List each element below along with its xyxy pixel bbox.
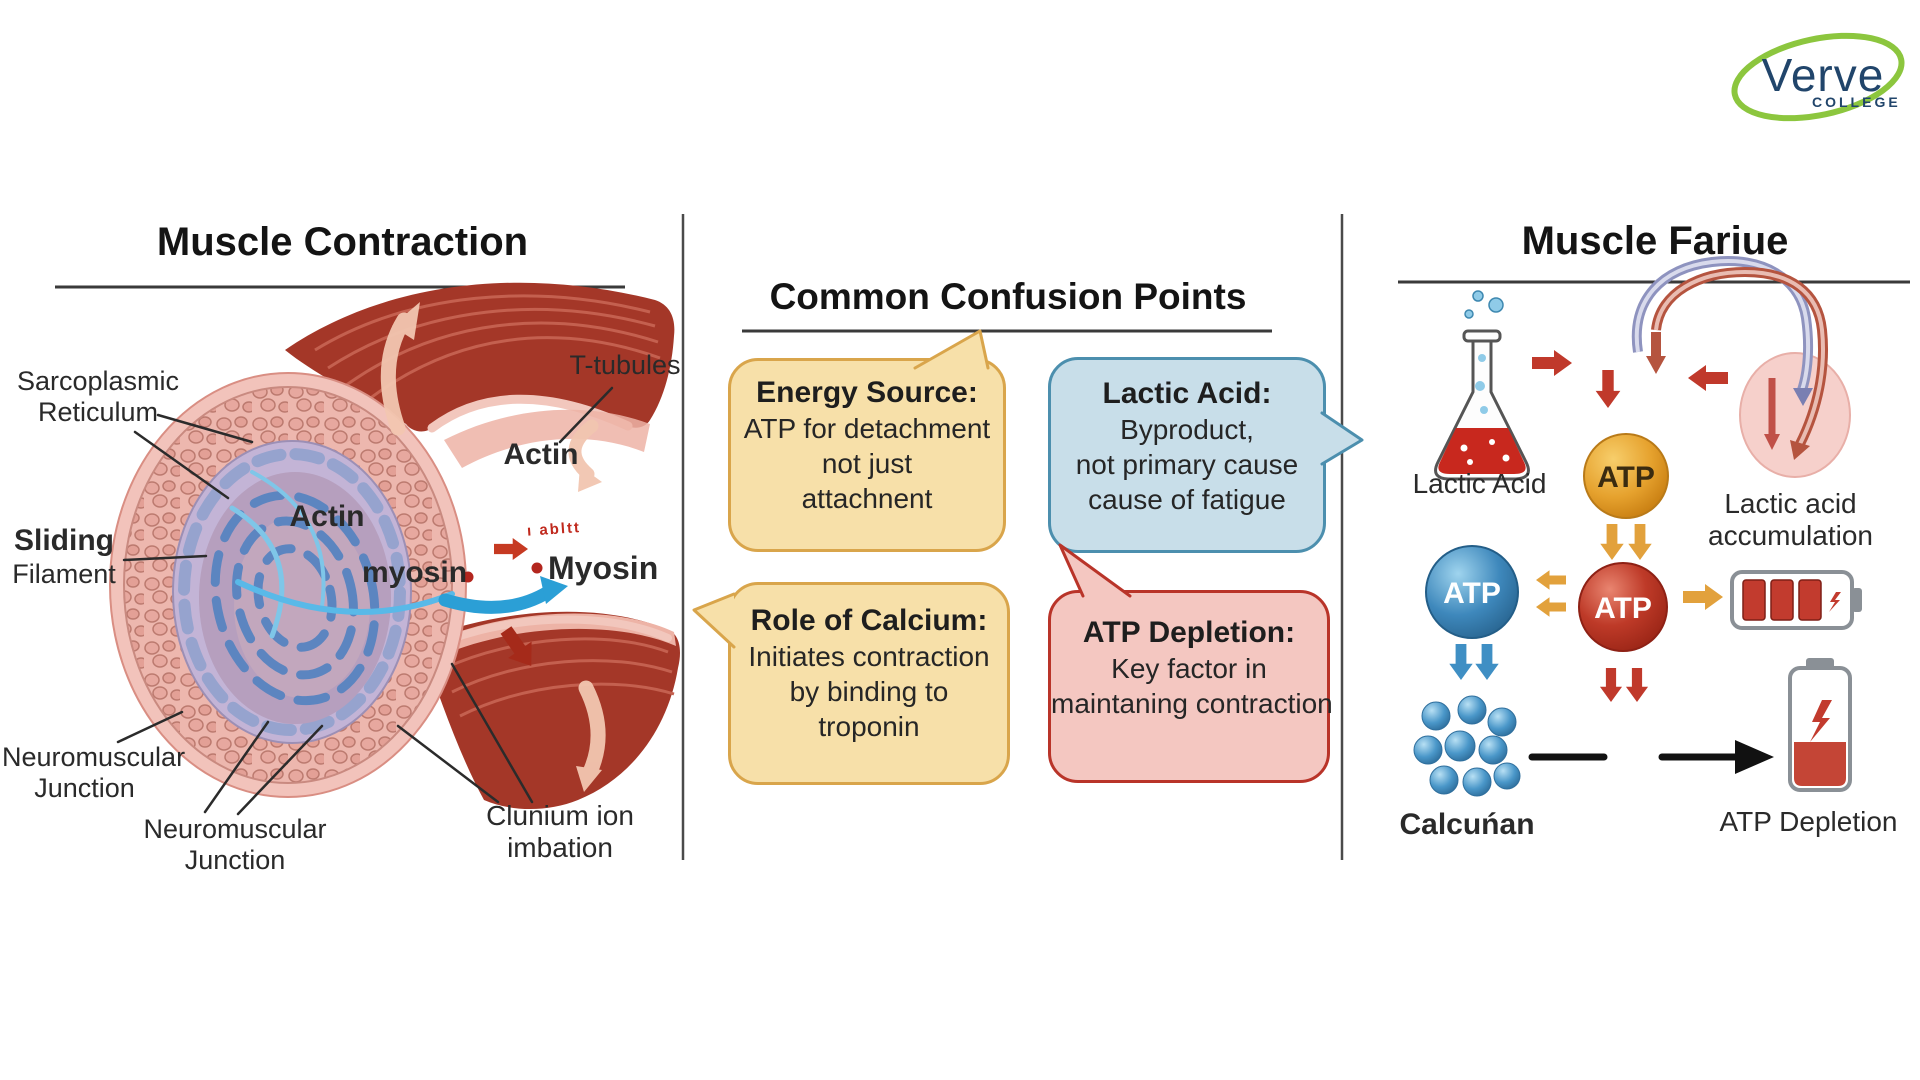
- gold-down-arrow-icon: [1600, 524, 1624, 560]
- bubble-heading: Lactic Acid:: [1102, 377, 1272, 410]
- label-sliding-filament: Sliding Filament: [0, 524, 128, 590]
- left-leader-lines: [116, 386, 614, 816]
- gold-left-arrow-icon: [1536, 597, 1566, 617]
- label-sarcoplasmic-reticulum: Sarcoplasmic Reticulum: [8, 366, 188, 428]
- label-atp-depletion: ATP Depletion: [1719, 806, 1898, 837]
- logo-wordmark: Verve: [1761, 49, 1885, 101]
- gold-left-arrow-icon: [1536, 570, 1566, 590]
- calcium-ions-icon: [1413, 695, 1521, 797]
- flask-icon: [1434, 290, 1530, 481]
- bubble-role-of-calcium: Role of Calcium: Initiates contraction b…: [728, 582, 1010, 785]
- bubble-heading: Role of Calcium:: [750, 604, 988, 637]
- bubble-line: troponin: [818, 711, 920, 742]
- label-lactic-accumulation: Lactic acid accumulation: [1688, 488, 1893, 552]
- atp-blue-icon: ATP: [1425, 545, 1519, 639]
- blue-down-arrow-icon: [1475, 644, 1499, 680]
- label-line: Junction: [34, 773, 135, 804]
- label-line: Lactic acid: [1724, 488, 1857, 519]
- label-lactic-acid-flask: Lactic Acid: [1412, 468, 1547, 499]
- label-line: Clunium ion: [486, 800, 634, 831]
- label-neuromuscular-junction-1: Neuromuscular Junction: [2, 742, 186, 804]
- label-myosin-lower: myosin: [362, 556, 468, 589]
- atp-orange-label: ATP: [1597, 461, 1655, 494]
- flask-to-cycle-arrow-icon: [1532, 350, 1572, 376]
- battery-depleted-icon: [1788, 658, 1852, 792]
- lactic-accumulation-icon: [1631, 256, 1851, 478]
- bubble-heading: Energy Source:: [756, 376, 978, 409]
- tube-down-arrow-icon: [1595, 370, 1621, 408]
- bubble-line: not just: [821, 448, 913, 479]
- bubble-lactic-acid: Lactic Acid: Byproduct, not primary caus…: [1048, 357, 1326, 553]
- label-calcium: Calcuńan: [1399, 808, 1535, 841]
- logo-swoosh-icon: [1731, 32, 1905, 122]
- label-actin-flap: Actin: [503, 438, 579, 471]
- gold-down-arrow-icon: [1628, 524, 1652, 560]
- red-down-arrow-icon: [1625, 668, 1649, 702]
- label-myosin-right: Myosin: [548, 550, 659, 586]
- label-line: Neuromuscular: [2, 742, 186, 772]
- section-dividers: [681, 214, 1344, 860]
- muscle-cylinder-illustration: [109, 282, 680, 809]
- left-panel-title: Muscle Contraction: [156, 220, 529, 264]
- bubble-line: cause of fatigue: [1088, 484, 1286, 515]
- logo-subtitle: COLLEGE: [1812, 94, 1901, 110]
- middle-panel-title: Common Confusion Points: [769, 276, 1247, 317]
- battery-charged-icon: [1730, 570, 1862, 630]
- bubble-atp-depletion: ATP Depletion: Key factor in maintaning …: [1048, 590, 1333, 783]
- right-panel-title: Muscle Fariue: [1521, 219, 1789, 263]
- atp-red-icon: ATP: [1578, 562, 1668, 652]
- bubble-heading: ATP Depletion:: [1082, 616, 1296, 649]
- atp-orange-icon: ATP: [1583, 433, 1669, 519]
- label-clunium-ion: Clunium ion imbation: [475, 800, 645, 864]
- label-line: Sliding: [14, 524, 114, 557]
- gold-right-arrow-icon: [1683, 584, 1723, 610]
- bubble-line: attachnent: [801, 483, 933, 514]
- blue-down-arrow-icon: [1449, 644, 1473, 680]
- label-line: Reticulum: [37, 397, 159, 428]
- bubble-line: not primary cause: [1075, 449, 1299, 480]
- label-line: Junction: [184, 845, 286, 876]
- bubble-line: Initiates contraction: [748, 641, 990, 672]
- bubble-line: Key factor in: [1111, 653, 1267, 684]
- label-line: Filament: [12, 558, 116, 589]
- tissue-to-cycle-arrow-icon: [1688, 365, 1728, 391]
- label-neuromuscular-junction-2: Neuromuscular Junction: [140, 814, 330, 876]
- label-line: Sarcoplasmic: [16, 366, 180, 396]
- bubble-line: ATP for detachment: [743, 413, 991, 444]
- atp-red-label: ATP: [1594, 592, 1652, 625]
- label-actin-core: Actin: [289, 500, 365, 533]
- bubble-line: by binding to: [789, 676, 949, 707]
- label-t-tubules: T-tubules: [569, 350, 681, 380]
- bubble-line: Byproduct,: [1120, 414, 1254, 445]
- bubble-line: maintaning contraction: [1051, 688, 1333, 719]
- bubble-energy-source: Energy Source: ATP for detachment not ju…: [728, 358, 1006, 552]
- flow-arrowhead-icon: [1735, 740, 1774, 774]
- red-down-arrow-icon: [1599, 668, 1623, 702]
- label-line: imbation: [507, 832, 613, 864]
- label-line: accumulation: [1708, 520, 1873, 552]
- label-line: Neuromuscular: [143, 814, 327, 844]
- atp-blue-label: ATP: [1443, 577, 1501, 610]
